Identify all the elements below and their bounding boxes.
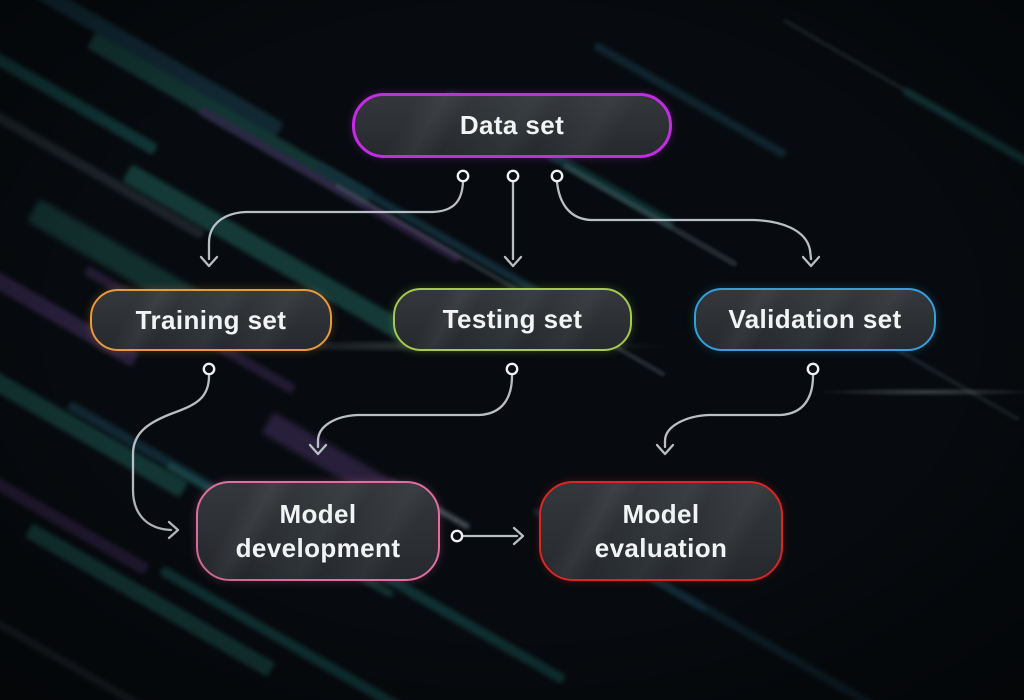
edge-dataset-testingset <box>503 180 523 268</box>
node-label: Model development <box>235 498 401 563</box>
edge-testingset-modeldevelopment <box>308 374 514 456</box>
node-training-set: Training set <box>90 289 332 351</box>
node-label: Training set <box>135 304 287 335</box>
node-model-evaluation: Model evaluation <box>539 481 783 581</box>
node-validation-set: Validation set <box>694 288 936 351</box>
edge-dataset-validationset <box>555 180 821 268</box>
edge-dataset-trainingset <box>199 180 465 268</box>
edge-validationset-modelevaluation <box>655 374 815 456</box>
edge-modeldevelopment-modelevaluation <box>462 526 525 546</box>
node-label: Model evaluation <box>594 498 728 563</box>
node-data-set: Data set <box>352 93 672 158</box>
node-model-development: Model development <box>196 481 440 581</box>
node-testing-set: Testing set <box>393 288 632 351</box>
node-label: Testing set <box>442 304 583 335</box>
node-label: Validation set <box>728 304 902 335</box>
node-label: Data set <box>459 110 565 141</box>
